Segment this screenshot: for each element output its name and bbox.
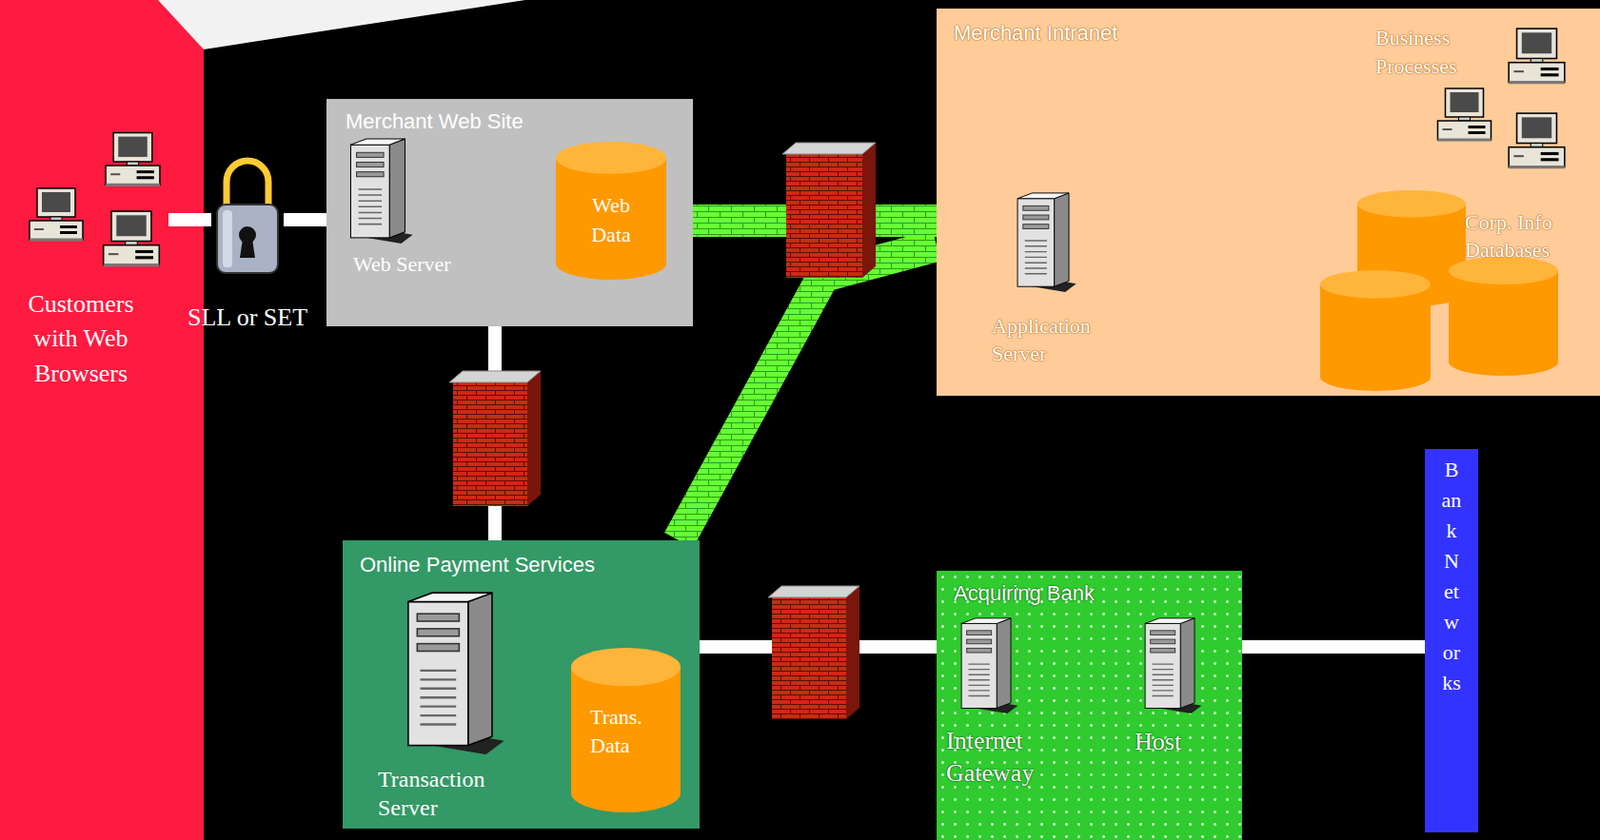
network-link xyxy=(1242,640,1425,654)
workstation-group: Business Processes xyxy=(1370,19,1585,187)
database-node: Trans. Data xyxy=(571,648,681,813)
node-label: Transaction Server xyxy=(377,765,521,823)
node-label: Bank Networks xyxy=(1441,454,1462,699)
server-node: Web Server xyxy=(339,137,493,280)
node-label: Web Data xyxy=(577,191,645,251)
zone-title: Acquiring Bank xyxy=(953,580,1230,608)
cyl-icon xyxy=(1448,256,1559,376)
server-node: Internet Gateway xyxy=(946,611,1080,836)
zone-box: Online Payment ServicesTransaction Serve… xyxy=(342,540,700,830)
zone-box: Merchant Web SiteWeb Server Web Data xyxy=(326,98,693,327)
server-node: Application Server xyxy=(984,184,1127,385)
icon-art xyxy=(571,648,681,813)
banner-wedge xyxy=(158,0,526,50)
computer-icon xyxy=(1508,28,1565,83)
server-icon xyxy=(961,618,1018,714)
cyl-icon xyxy=(555,141,667,280)
database-group: Corp. Info Databases xyxy=(1312,184,1589,395)
network-link xyxy=(168,213,212,227)
lock-icon xyxy=(217,160,278,274)
node-label: Business Processes xyxy=(1375,23,1482,80)
cyl-icon xyxy=(1320,270,1431,392)
node-label: SLL or SET xyxy=(168,302,327,335)
firewall-icon xyxy=(449,371,541,507)
server-icon xyxy=(1017,193,1077,293)
zone-title: Merchant Web Site xyxy=(345,108,670,136)
network-bar: Bank Networks xyxy=(1424,449,1479,833)
node-label: Trans. Data xyxy=(590,703,663,760)
node-label: Customers with Web Browsers xyxy=(9,287,153,392)
client-group: Customers with Web Browsers xyxy=(4,123,169,400)
server-icon xyxy=(1145,618,1202,714)
server-icon xyxy=(350,138,413,244)
zone-box: Merchant Intranet Business ProcessesAppli… xyxy=(936,8,1600,396)
computer-icon xyxy=(103,211,160,266)
secure-tunnel xyxy=(678,245,937,541)
zone-title: Online Payment Services xyxy=(359,552,684,579)
computer-icon xyxy=(1438,88,1492,140)
computer-icon xyxy=(105,133,160,186)
node-label: Application Server xyxy=(991,313,1126,368)
node-label: Web Server xyxy=(353,251,487,278)
red-band xyxy=(0,0,204,840)
firewall-icon xyxy=(782,142,876,278)
computer-icon xyxy=(29,188,83,240)
server-icon xyxy=(408,592,505,755)
server-node: Host xyxy=(1126,611,1232,773)
cyl-icon xyxy=(1357,190,1466,307)
icon-art xyxy=(211,147,284,277)
icon-art xyxy=(946,611,1080,836)
node-label: Corp. Info Databases xyxy=(1464,209,1584,264)
database-node: Web Data xyxy=(555,141,667,280)
icon-art xyxy=(4,123,169,400)
cyl-icon xyxy=(571,648,681,813)
node-label: Internet Gateway xyxy=(946,725,1075,791)
computer-icon xyxy=(1508,113,1565,168)
node-label: Host xyxy=(1134,727,1221,759)
server-node: Transaction Server xyxy=(369,586,551,825)
zone-title: Merchant Intranet xyxy=(953,19,1240,47)
lock-icon: SLL or SET xyxy=(211,147,284,277)
zone-box: Acquiring BankInternet Gateway Host xyxy=(936,571,1243,840)
firewall-icon xyxy=(768,586,860,720)
network-link xyxy=(283,213,327,227)
